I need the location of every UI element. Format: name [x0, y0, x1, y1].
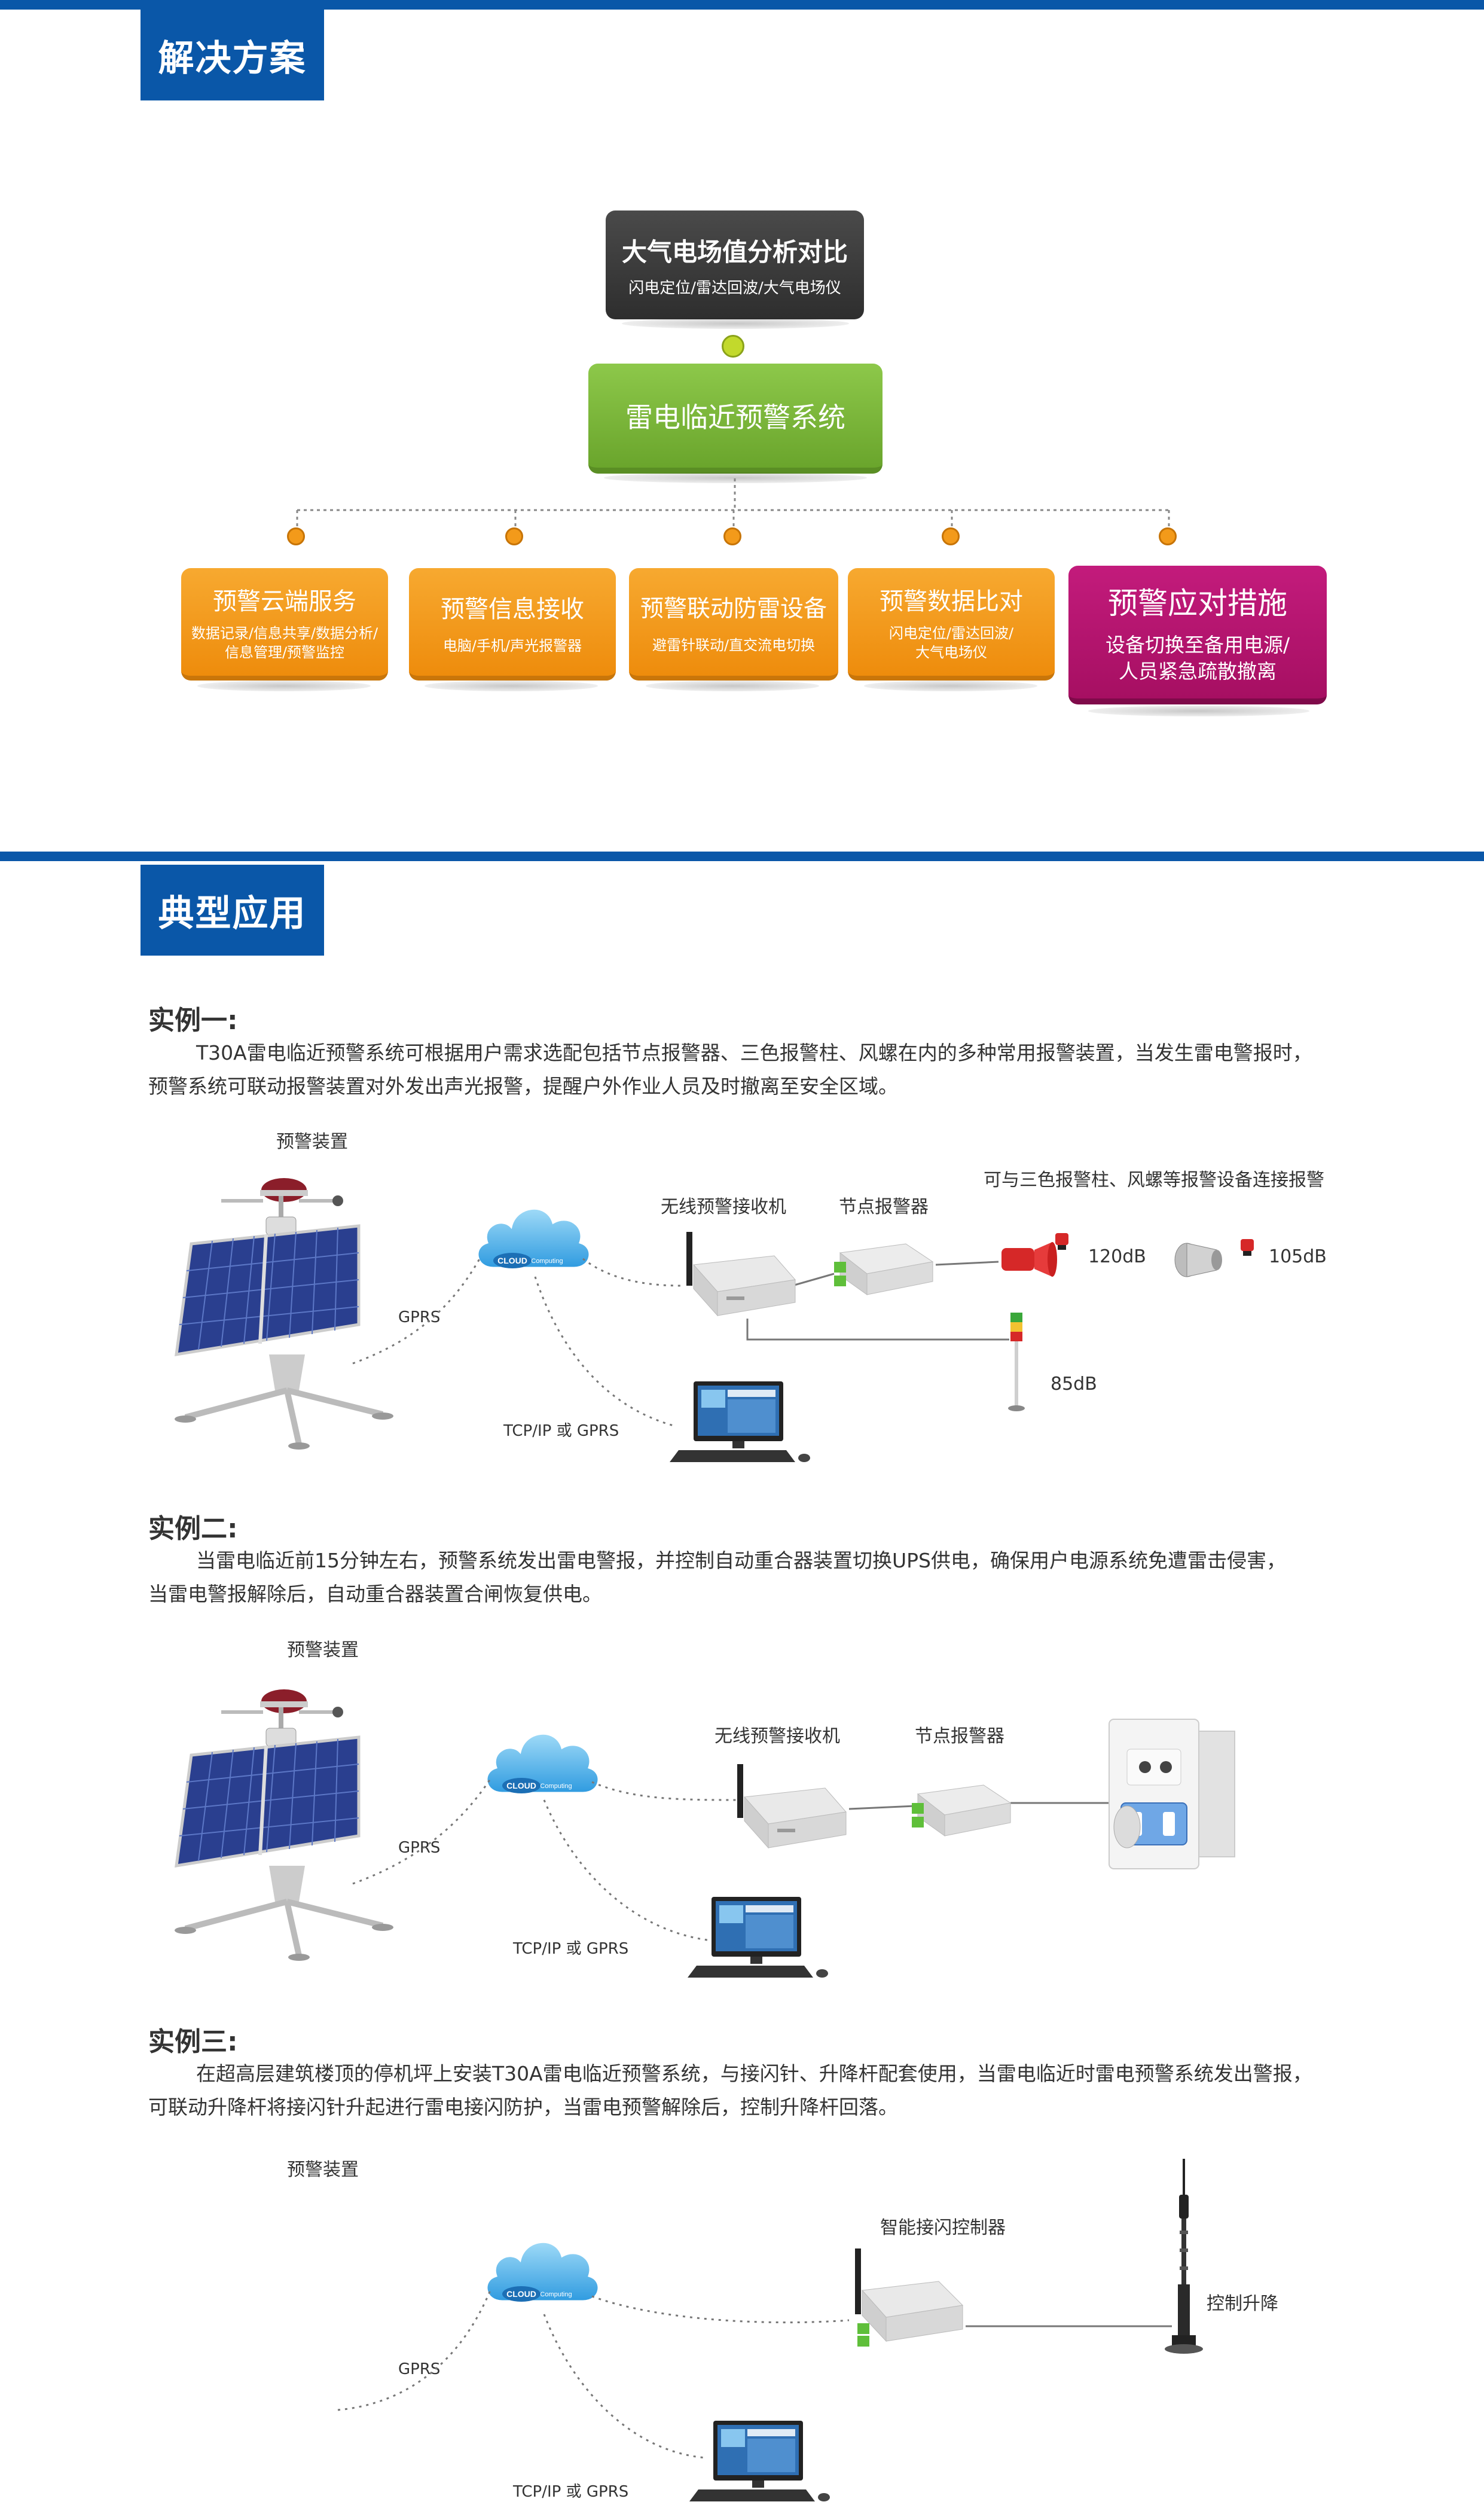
child-box-title: 预警数据比对: [880, 588, 1023, 615]
child-box-shadow: [1088, 706, 1309, 716]
lifting-mast-icon: [1165, 2159, 1203, 2354]
example3-heading: 实例三:: [148, 2027, 238, 2057]
computer-icon: [670, 1381, 810, 1462]
gprs-label: GPRS: [398, 2360, 441, 2378]
analysis-box-shadow: [622, 318, 849, 329]
analysis-box-title: 大气电场值分析对比: [621, 237, 848, 267]
child-box-shadow: [425, 681, 598, 691]
child-box-cloud-service: 预警云端服务 数据记录/信息共享/数据分析/ 信息管理/预警监控: [181, 568, 388, 681]
child-box-line: 数据记录/信息共享/数据分析/: [191, 625, 378, 642]
alarm-note-label: 可与三色报警柱、风螺等报警设备连接报警: [984, 1170, 1324, 1191]
child-box-line: 大气电场仪: [915, 644, 987, 661]
warning-device-image: [175, 1689, 393, 1961]
receiver-device-image: [686, 1232, 796, 1317]
warning-device-image: [175, 1178, 393, 1450]
signal-tower-icon: [1008, 1313, 1025, 1411]
node-alarm-device-image: [912, 1784, 1012, 1836]
example1-heading: 实例一:: [148, 1005, 238, 1036]
db-105-label: 105dB: [1269, 1246, 1327, 1267]
section-title-solution: 解决方案: [141, 10, 324, 100]
example1-paragraph-line2: 预警系统可联动报警装置对外发出声光报警，提醒户外作业人员及时撤离至安全区域。: [148, 1075, 898, 1098]
connector-dot: [1159, 527, 1177, 545]
example1-device-label: 预警装置: [276, 1131, 348, 1152]
cloud-text: CLOUD: [506, 1781, 536, 1790]
example2-paragraph-line2: 当雷电警报解除后，自动重合器装置合闸恢复供电。: [148, 1582, 602, 1606]
child-box-title: 预警联动防雷设备: [640, 595, 827, 623]
child-box-title: 预警云端服务: [213, 588, 356, 615]
section-top-bar: [0, 0, 1484, 10]
controller-device-image: [855, 2248, 964, 2347]
child-box-compare: 预警数据比对 闪电定位/雷达回波/ 大气电场仪: [848, 568, 1055, 681]
tcp-label: TCP/IP 或 GPRS: [503, 1422, 619, 1440]
child-box-shadow: [864, 681, 1037, 691]
siren-icon: [1001, 1233, 1068, 1277]
example1-paragraph-line1: T30A雷电临近预警系统可根据用户需求选配包括节点报警器、三色报警柱、风螺在内的…: [196, 1041, 1312, 1064]
controller-label: 智能接闪控制器: [880, 2217, 1006, 2238]
child-box-receive: 预警信息接收 电脑/手机/声光报警器: [409, 568, 616, 681]
system-box-shadow: [604, 472, 867, 483]
example3-device-label: 预警装置: [287, 2159, 359, 2180]
example3-paragraph-line1: 在超高层建筑楼顶的停机坪上安装T30A雷电临近预警系统，与接闪针、升降杆配套使用…: [196, 2062, 1312, 2085]
cloud-subtext: Computing: [540, 1783, 572, 1790]
computer-icon: [688, 1897, 828, 1978]
tcp-label: TCP/IP 或 GPRS: [513, 2483, 629, 2501]
child-box-title: 预警应对措施: [1108, 586, 1287, 621]
receiver-label: 无线预警接收机: [714, 1726, 840, 1747]
cloud-subtext: Computing: [540, 2291, 572, 2298]
computer-icon: [689, 2421, 830, 2501]
child-box-line: 设备切换至备用电源/: [1105, 633, 1290, 657]
connector-dot: [505, 527, 523, 545]
receiver-label: 无线预警接收机: [661, 1197, 786, 1218]
example2-heading: 实例二:: [148, 1514, 238, 1544]
node-alarm-label: 节点报警器: [915, 1726, 1004, 1747]
cloud-icon: CLOUD Computing: [485, 1733, 600, 1794]
analysis-box-subtitle: 闪电定位/雷达回波/大气电场仪: [628, 279, 841, 297]
receiver-device-image: [737, 1764, 847, 1849]
example3-paragraph-line2: 可联动升降杆将接闪针升起进行雷电接闪防护，当雷电预警解除后，控制升降杆回落。: [148, 2095, 898, 2119]
gprs-label: GPRS: [398, 1839, 441, 1857]
child-box-measures: 预警应对措施 设备切换至备用电源/ 人员紧急疏散撤离: [1068, 566, 1327, 704]
cloud-icon: CLOUD Computing: [477, 1208, 591, 1269]
child-box-line: 闪电定位/雷达回波/: [888, 625, 1014, 642]
analysis-box: 大气电场值分析对比 闪电定位/雷达回波/大气电场仪: [606, 210, 864, 319]
db-85-label: 85dB: [1051, 1374, 1097, 1395]
node-alarm-label: 节点报警器: [839, 1197, 929, 1218]
node-alarm-device-image: [834, 1243, 934, 1295]
cloud-subtext: Computing: [531, 1258, 563, 1265]
child-box-line: 人员紧急疏散撤离: [1119, 660, 1277, 683]
horn-icon: [1174, 1239, 1254, 1277]
tcp-label: TCP/IP 或 GPRS: [513, 1940, 629, 1958]
section-title-applications: 典型应用: [141, 865, 324, 956]
connector-dot: [722, 335, 744, 358]
connector-dot: [287, 527, 305, 545]
section-divider-bar: [0, 852, 1484, 861]
child-box-linkage: 预警联动防雷设备 避雷针联动/直交流电切换: [629, 568, 838, 681]
child-box-shadow: [197, 681, 371, 691]
example2-paragraph-line1: 当雷电临近前15分钟左右，预警系统发出雷电警报，并控制自动重合器装置切换UPS供…: [196, 1549, 1286, 1572]
recloser-icon: [1109, 1719, 1235, 1869]
connector-dot: [723, 527, 741, 545]
cloud-text: CLOUD: [506, 2289, 536, 2299]
system-box-title: 雷电临近预警系统: [625, 401, 845, 434]
child-box-shadow: [646, 681, 819, 691]
branch-lines: [296, 478, 1170, 529]
child-box-title: 预警信息接收: [441, 595, 584, 623]
gprs-label: GPRS: [398, 1308, 441, 1326]
child-box-line: 避雷针联动/直交流电切换: [652, 636, 816, 654]
connector-dot: [942, 527, 960, 545]
child-box-line: 信息管理/预警监控: [224, 644, 345, 661]
cloud-icon: CLOUD Computing: [485, 2241, 600, 2302]
system-box: 雷电临近预警系统: [588, 364, 883, 474]
cloud-text: CLOUD: [497, 1256, 527, 1265]
db-120-label: 120dB: [1088, 1246, 1146, 1267]
example2-device-label: 预警装置: [287, 1640, 359, 1661]
child-box-line: 电脑/手机/声光报警器: [442, 637, 582, 654]
lift-control-label: 控制升降: [1207, 2293, 1278, 2314]
